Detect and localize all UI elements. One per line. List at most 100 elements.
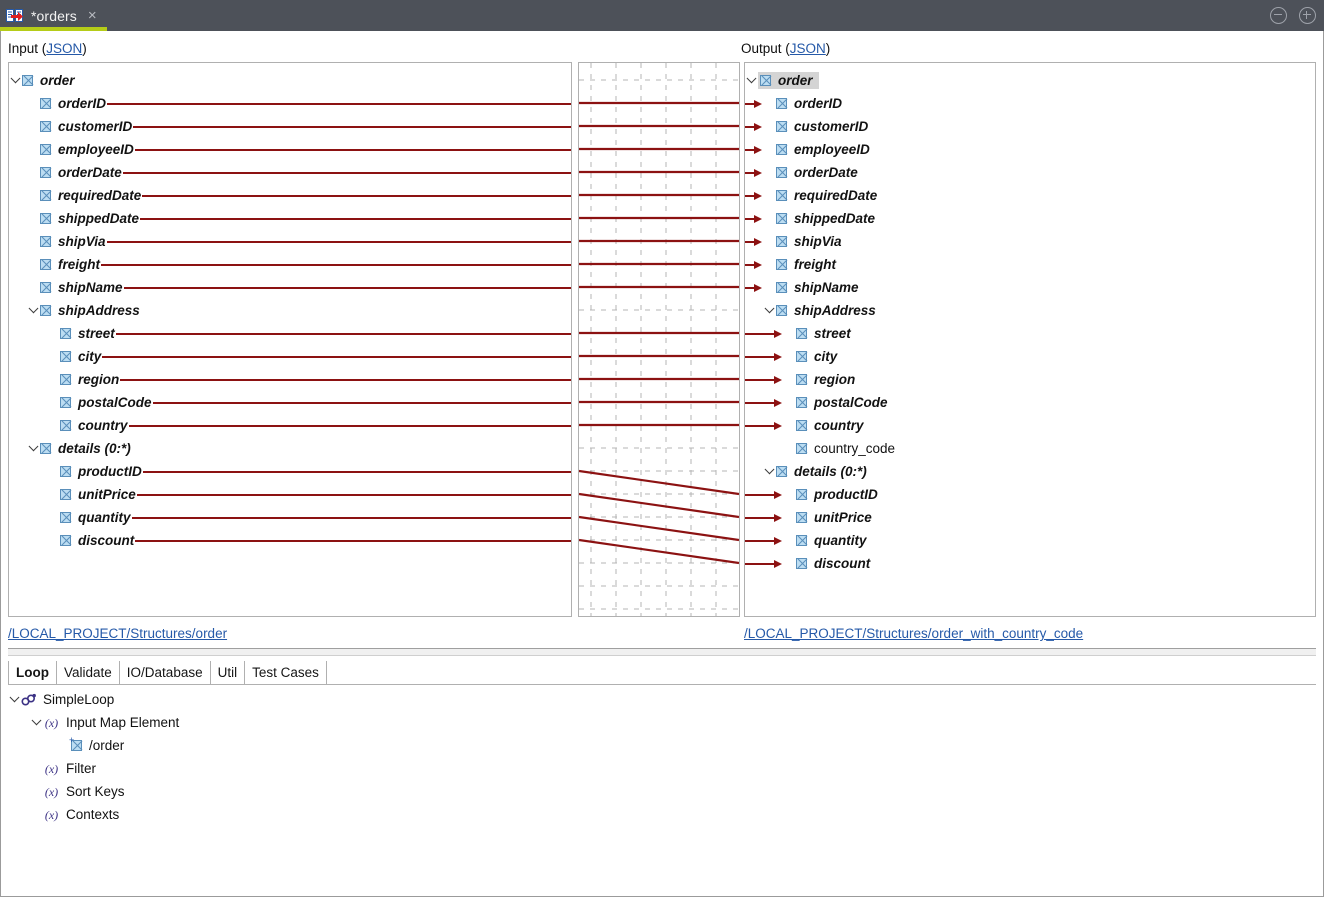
mapping-canvas-panel[interactable]: [578, 62, 740, 617]
bottom-tab-test-cases[interactable]: Test Cases: [245, 661, 327, 684]
input-tree-row[interactable]: requiredDate: [27, 184, 141, 207]
checkbox-icon[interactable]: [760, 75, 771, 86]
checkbox-icon[interactable]: [40, 167, 51, 178]
checkbox-icon[interactable]: [40, 305, 51, 316]
checkbox-icon[interactable]: [40, 190, 51, 201]
output-tree-row[interactable]: postalCode: [783, 391, 888, 414]
output-tree-row[interactable]: shipVia: [763, 230, 842, 253]
chevron-down-icon[interactable]: [763, 460, 776, 483]
checkbox-icon[interactable]: [796, 397, 807, 408]
checkbox-icon[interactable]: [776, 282, 787, 293]
input-tree-row[interactable]: customerID: [27, 115, 132, 138]
output-tree-row[interactable]: country_code: [783, 437, 895, 460]
input-tree-row[interactable]: details (0:*): [27, 437, 131, 460]
input-tree-row[interactable]: shipVia: [27, 230, 106, 253]
chevron-down-icon[interactable]: [27, 299, 40, 322]
input-tree-row[interactable]: unitPrice: [47, 483, 136, 506]
loop-tree-row[interactable]: (x)Filter: [30, 757, 96, 780]
checkbox-icon[interactable]: [796, 328, 807, 339]
checkbox-icon[interactable]: [60, 397, 71, 408]
input-tree-row[interactable]: street: [47, 322, 115, 345]
checkbox-icon[interactable]: [796, 351, 807, 362]
bottom-tab-util[interactable]: Util: [210, 661, 246, 684]
chevron-down-icon[interactable]: [27, 437, 40, 460]
checkbox-icon[interactable]: [60, 535, 71, 546]
output-tree-row[interactable]: street: [783, 322, 851, 345]
checkbox-icon[interactable]: [796, 443, 807, 454]
checkbox-icon[interactable]: [22, 75, 33, 86]
checkbox-icon[interactable]: [40, 282, 51, 293]
output-tree-row[interactable]: discount: [783, 552, 870, 575]
panel-splitter[interactable]: [8, 648, 1316, 656]
output-tree-row[interactable]: details (0:*): [763, 460, 867, 483]
checkbox-icon[interactable]: [40, 213, 51, 224]
chevron-down-icon[interactable]: [763, 299, 776, 322]
loop-tree-row[interactable]: (x)Sort Keys: [30, 780, 125, 803]
chevron-down-icon[interactable]: [30, 711, 43, 734]
input-tree-row[interactable]: productID: [47, 460, 142, 483]
output-tree-row[interactable]: order: [745, 69, 819, 92]
checkbox-icon[interactable]: [776, 144, 787, 155]
checkbox-icon[interactable]: [776, 236, 787, 247]
checkbox-icon[interactable]: [776, 167, 787, 178]
bottom-tab-loop[interactable]: Loop: [8, 661, 57, 684]
input-tree-row[interactable]: region: [47, 368, 119, 391]
input-tree-row[interactable]: quantity: [47, 506, 131, 529]
output-tree-row[interactable]: country: [783, 414, 864, 437]
checkbox-icon[interactable]: [60, 489, 71, 500]
checkbox-icon[interactable]: [60, 374, 71, 385]
output-tree-row[interactable]: requiredDate: [763, 184, 877, 207]
input-tree-row[interactable]: orderDate: [27, 161, 122, 184]
input-path-link[interactable]: /LOCAL_PROJECT/Structures/order: [8, 626, 228, 641]
input-tree-row[interactable]: postalCode: [47, 391, 152, 414]
checkbox-icon[interactable]: [796, 512, 807, 523]
loop-tree-row[interactable]: +/order: [54, 734, 124, 757]
chevron-down-icon[interactable]: [9, 69, 22, 92]
checkbox-icon[interactable]: [776, 98, 787, 109]
chevron-down-icon[interactable]: [8, 688, 21, 711]
input-tree-row[interactable]: shippedDate: [27, 207, 139, 230]
input-tree-row[interactable]: city: [47, 345, 101, 368]
output-tree-row[interactable]: customerID: [763, 115, 868, 138]
output-tree-row[interactable]: quantity: [783, 529, 867, 552]
chevron-down-icon[interactable]: [745, 69, 758, 92]
checkbox-icon[interactable]: [40, 98, 51, 109]
output-tree-row[interactable]: productID: [783, 483, 878, 506]
loop-tree-row[interactable]: SimpleLoop: [8, 688, 114, 711]
bottom-tab-validate[interactable]: Validate: [57, 661, 120, 684]
checkbox-icon[interactable]: [60, 512, 71, 523]
output-tree-row[interactable]: shipAddress: [763, 299, 876, 322]
checkbox-icon[interactable]: [776, 305, 787, 316]
output-json-link[interactable]: JSON: [789, 41, 826, 56]
minimize-icon[interactable]: [1270, 7, 1287, 24]
input-json-link[interactable]: JSON: [46, 41, 83, 56]
input-tree-row[interactable]: freight: [27, 253, 100, 276]
checkbox-icon[interactable]: [796, 558, 807, 569]
checkbox-icon[interactable]: [796, 420, 807, 431]
checkbox-icon[interactable]: [796, 535, 807, 546]
checkbox-icon[interactable]: [60, 466, 71, 477]
checkbox-icon[interactable]: [776, 190, 787, 201]
input-tree-row[interactable]: employeeID: [27, 138, 134, 161]
output-tree-row[interactable]: city: [783, 345, 837, 368]
checkbox-icon[interactable]: [40, 121, 51, 132]
checkbox-icon[interactable]: [60, 420, 71, 431]
maximize-icon[interactable]: [1299, 7, 1316, 24]
input-tree-row[interactable]: discount: [47, 529, 134, 552]
checkbox-icon[interactable]: [776, 259, 787, 270]
input-tree-row[interactable]: order: [9, 69, 75, 92]
checkbox-icon[interactable]: [40, 236, 51, 247]
output-path-link[interactable]: /LOCAL_PROJECT/Structures/order_with_cou…: [744, 626, 1084, 641]
close-icon[interactable]: ×: [87, 7, 97, 24]
loop-tree-row[interactable]: (x)Contexts: [30, 803, 119, 826]
checkbox-icon[interactable]: [776, 466, 787, 477]
input-tree-row[interactable]: shipName: [27, 276, 123, 299]
input-tree-row[interactable]: country: [47, 414, 128, 437]
output-tree-row[interactable]: orderDate: [763, 161, 858, 184]
checkbox-icon[interactable]: [40, 259, 51, 270]
output-tree-row[interactable]: freight: [763, 253, 836, 276]
input-tree-row[interactable]: orderID: [27, 92, 106, 115]
checkbox-icon[interactable]: [40, 144, 51, 155]
